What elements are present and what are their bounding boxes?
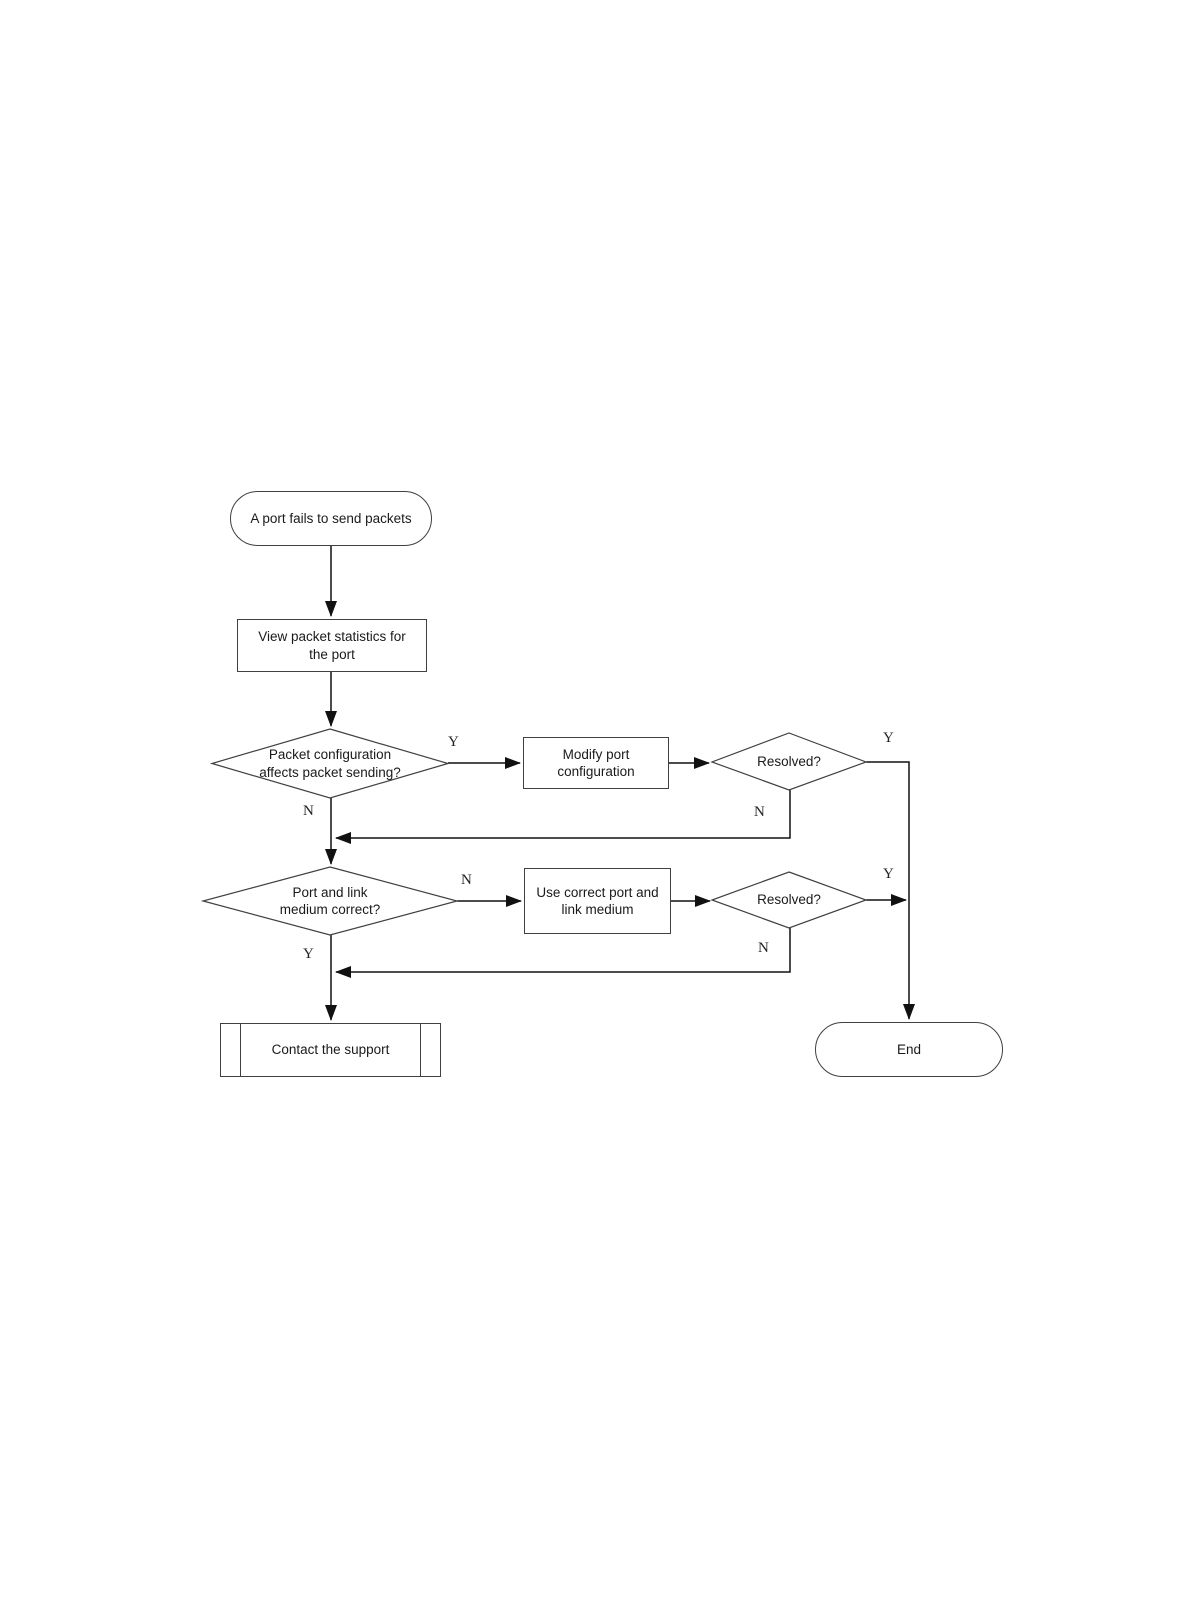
predefined-process-bar-left xyxy=(240,1024,241,1076)
node-view-stats: View packet statistics for the port xyxy=(237,619,427,672)
decision-port-link-shape xyxy=(200,866,460,936)
node-start: A port fails to send packets xyxy=(230,491,432,546)
node-port-link: Port and link medium correct? xyxy=(230,869,430,933)
node-resolved-1-label: Resolved? xyxy=(757,753,821,769)
node-port-link-label: Port and link medium correct? xyxy=(279,884,381,917)
edge-label-resolved-2-no: N xyxy=(758,940,769,956)
edge-label-port-link-yes: Y xyxy=(303,946,314,962)
node-use-correct: Use correct port and link medium xyxy=(524,868,671,934)
node-resolved-1: Resolved? xyxy=(712,735,866,788)
node-view-stats-label: View packet statistics for the port xyxy=(258,629,406,662)
node-end-label: End xyxy=(896,1041,922,1057)
node-start-label: A port fails to send packets xyxy=(250,510,412,526)
node-resolved-2: Resolved? xyxy=(712,873,866,926)
edge-label-packet-config-yes: Y xyxy=(448,734,459,750)
node-contact-support: Contact the support xyxy=(220,1023,441,1077)
decision-resolved-2-shape xyxy=(710,871,868,929)
node-end: End xyxy=(815,1022,1003,1077)
edge-label-packet-config-no: N xyxy=(303,803,314,819)
node-modify-port: Modify port configuration xyxy=(523,737,669,789)
edge-label-resolved-1-no: N xyxy=(754,804,765,820)
decision-resolved-1-shape xyxy=(710,732,868,791)
edge-label-port-link-no: N xyxy=(461,872,472,888)
edge-resolved-1-yes-to-end xyxy=(866,761,915,1020)
node-use-correct-label: Use correct port and link medium xyxy=(536,884,659,917)
node-packet-config: Packet configuration affects packet send… xyxy=(230,731,430,796)
node-resolved-2-label: Resolved? xyxy=(757,891,821,907)
node-contact-support-label: Contact the support xyxy=(271,1042,390,1058)
edge-label-resolved-2-yes: Y xyxy=(883,866,894,882)
edge-resolved-1-no-feedback xyxy=(335,790,791,844)
node-modify-port-label: Modify port configuration xyxy=(557,746,635,779)
predefined-process-bar-right xyxy=(420,1024,421,1076)
edge-resolved-2-no-feedback xyxy=(335,928,791,978)
decision-packet-config-shape xyxy=(209,728,451,799)
edge-label-resolved-1-yes: Y xyxy=(883,730,894,746)
node-packet-config-label: Packet configuration affects packet send… xyxy=(259,747,401,780)
